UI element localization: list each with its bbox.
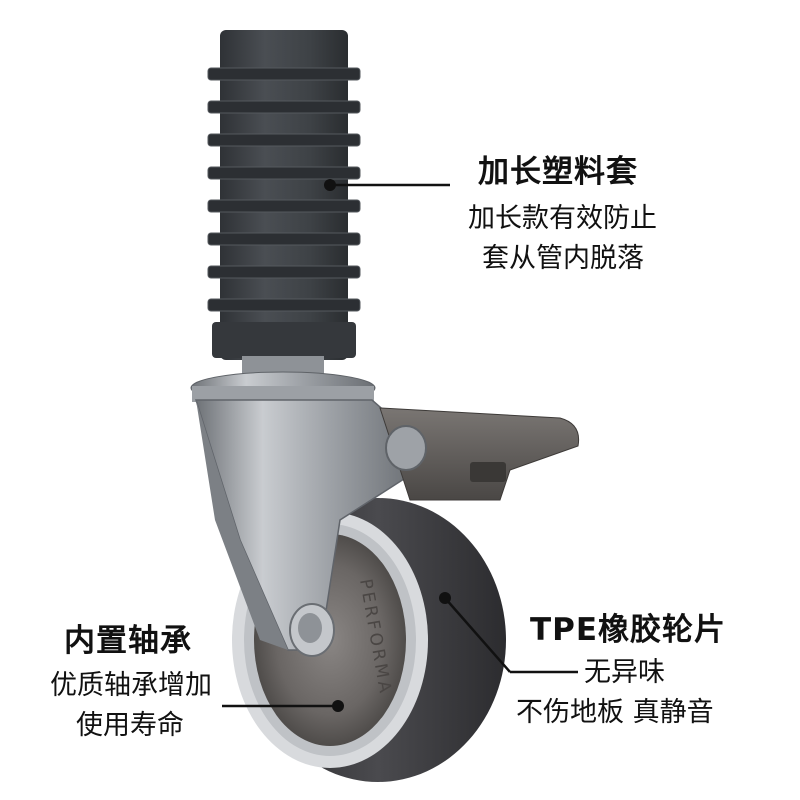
sleeve-callout-title: 加长塑料套 <box>478 154 638 190</box>
sleeve-ribs <box>207 67 361 312</box>
sleeve-callout-line: 套从管内脱落 <box>482 243 644 274</box>
brake-pedal <box>379 407 580 501</box>
bearing-callout-line: 使用寿命 <box>76 710 184 741</box>
swivel-plate <box>190 356 376 405</box>
wheel-callout-line: 不伤地板 真静音 <box>516 697 714 728</box>
axle-bolt <box>289 603 335 657</box>
sleeve-callout: 加长塑料套 加长款有效防止 套从管内脱落 <box>468 146 657 279</box>
wheel-callout-line: 无异味 <box>584 657 665 688</box>
bearing-callout: 内置轴承 优质轴承增加 使用寿命 <box>50 615 212 746</box>
plastic-sleeve <box>207 30 361 360</box>
sleeve-callout-line: 加长款有效防止 <box>468 203 657 234</box>
wheel-callout: TPE橡胶轮片 无异味 不伤地板 真静音 <box>516 604 727 733</box>
bearing-callout-line: 优质轴承增加 <box>50 670 212 701</box>
leader-lines <box>222 179 578 712</box>
wheel-callout-title: TPE橡胶轮片 <box>530 612 727 648</box>
bearing-callout-title: 内置轴承 <box>64 623 192 659</box>
